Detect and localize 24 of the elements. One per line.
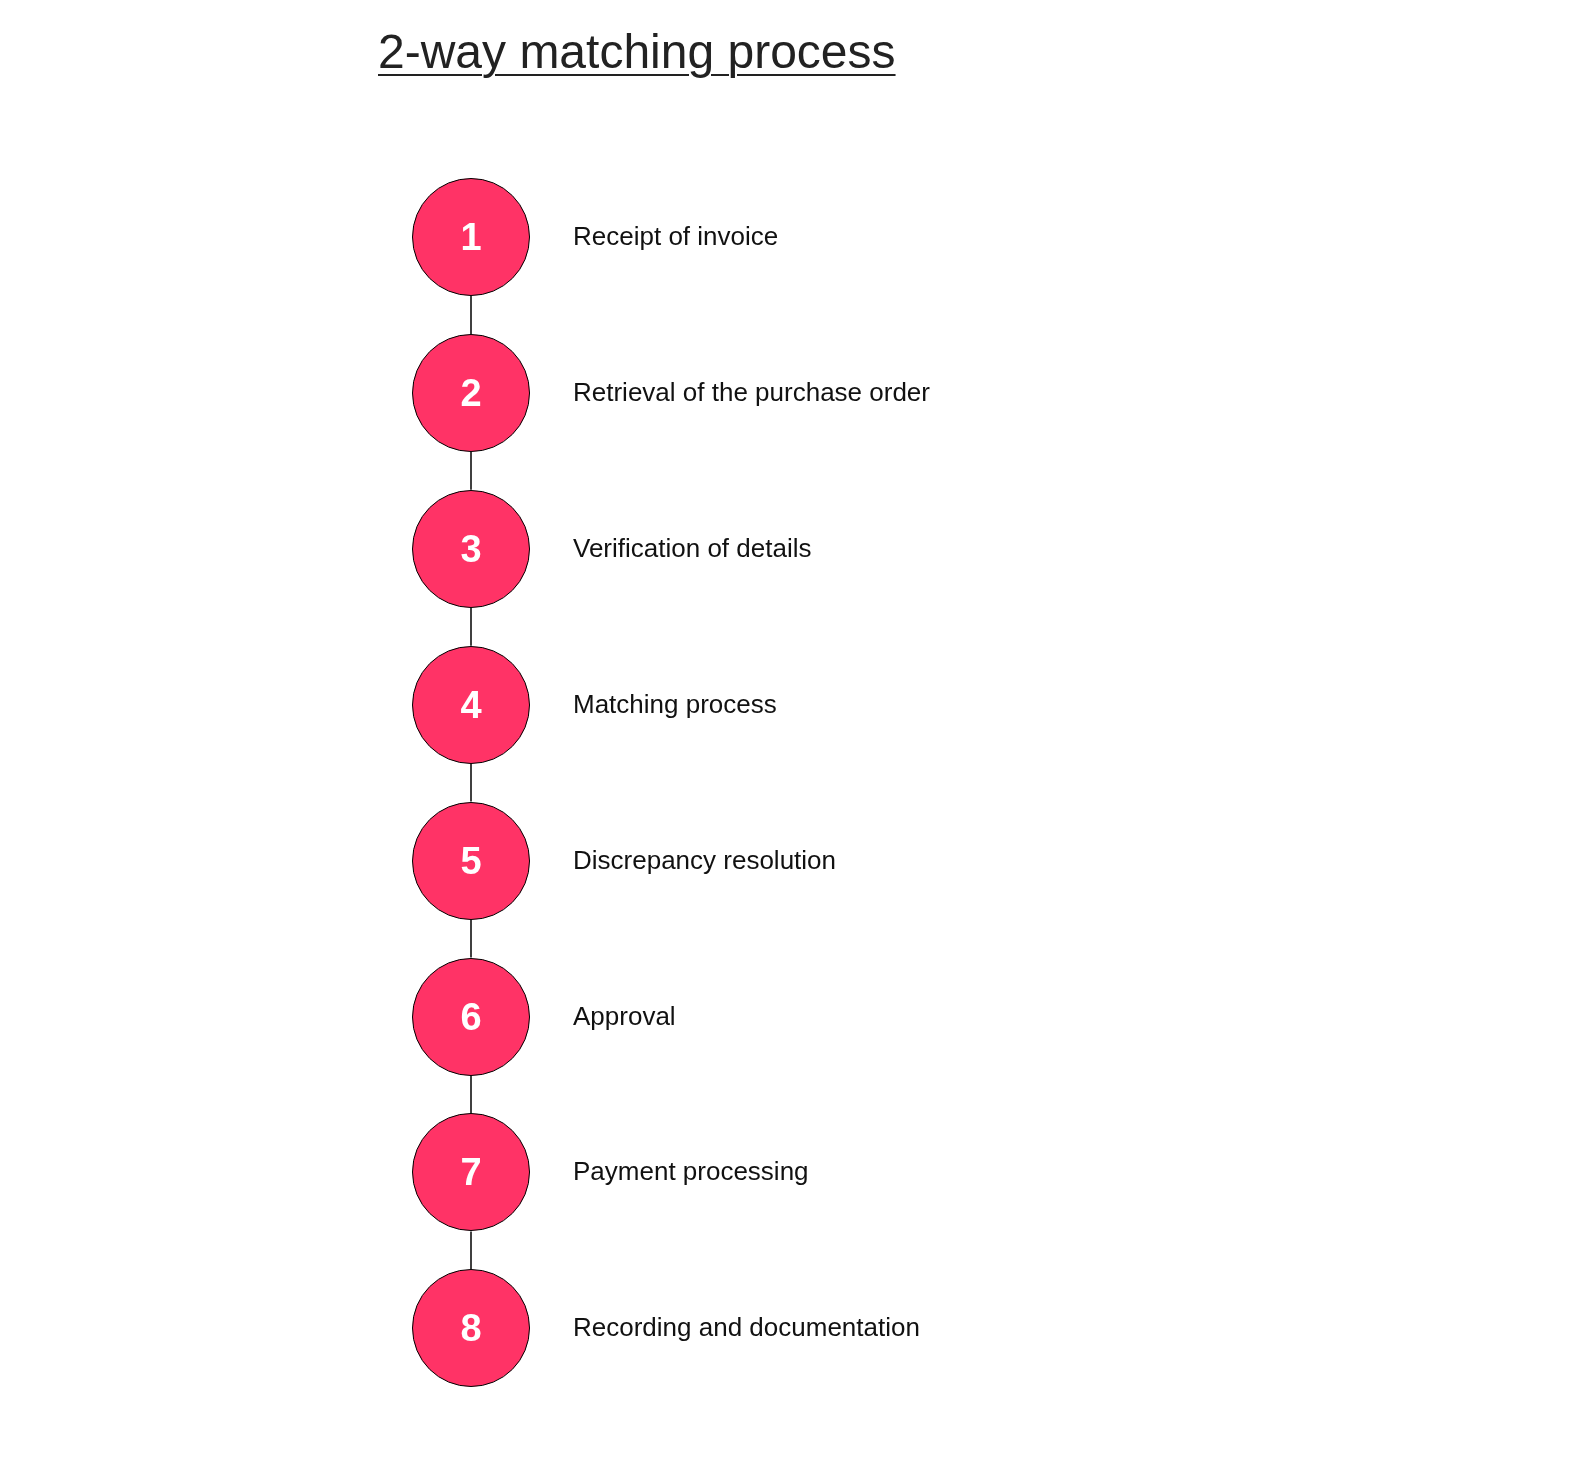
step-label: Approval xyxy=(573,999,676,1032)
step-label: Payment processing xyxy=(573,1155,809,1188)
step-number: 6 xyxy=(460,997,482,1036)
step-number: 7 xyxy=(460,1153,482,1192)
step-number: 1 xyxy=(460,218,482,256)
title: 2-way matching process xyxy=(378,24,896,80)
connector-line xyxy=(470,762,472,803)
step-label: Receipt of invoice xyxy=(573,220,779,252)
connector-line xyxy=(470,295,472,335)
connector-line xyxy=(470,451,472,491)
connector-line xyxy=(470,607,472,647)
step-label: Discrepancy resolution xyxy=(573,843,836,876)
step-number: 3 xyxy=(460,529,482,568)
step-label: Verification of details xyxy=(573,531,812,564)
connector-line xyxy=(470,918,472,959)
step-label: Retrieval of the purchase order xyxy=(573,375,930,408)
connector-line xyxy=(470,1074,472,1115)
step-label: Recording and documentation xyxy=(573,1311,920,1344)
step-number: 8 xyxy=(460,1309,482,1348)
step-number: 2 xyxy=(460,373,482,412)
step-number: 4 xyxy=(460,685,482,724)
step-label: Matching process xyxy=(573,687,777,720)
step-number: 5 xyxy=(460,841,482,880)
connector-line xyxy=(470,1230,472,1271)
